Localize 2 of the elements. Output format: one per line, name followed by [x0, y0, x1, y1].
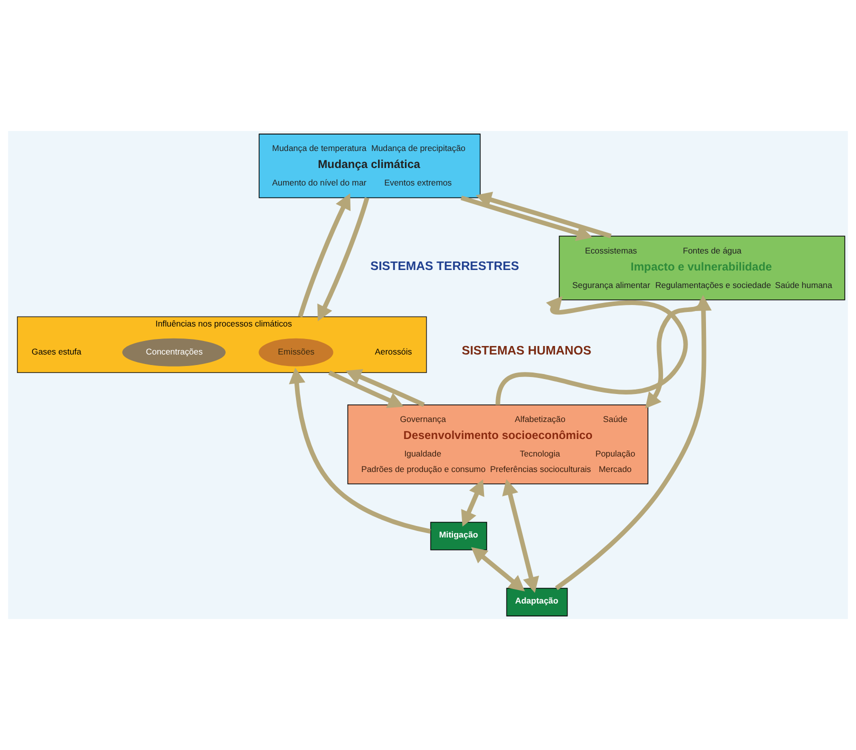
label: SISTEMAS HUMANOS	[462, 344, 592, 358]
label: SISTEMAS TERRESTRES	[370, 259, 520, 274]
